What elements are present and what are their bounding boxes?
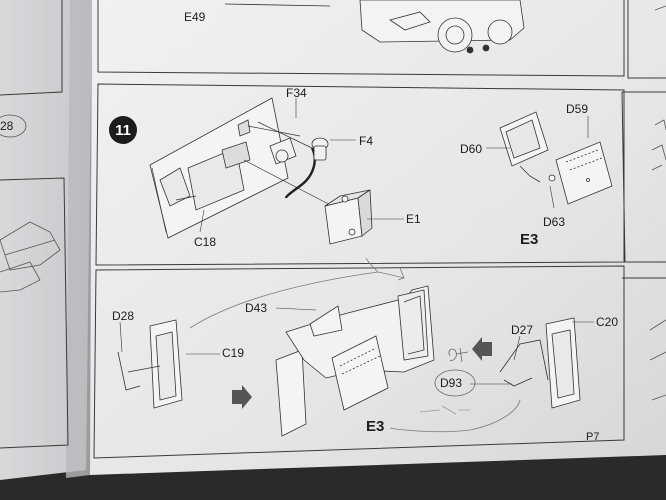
e3-top-drawing bbox=[499, 111, 613, 205]
part-label-d27: D27 bbox=[511, 323, 534, 337]
page-number: P7 bbox=[586, 431, 600, 443]
part-label-d43: D43 bbox=[245, 301, 268, 315]
part-label-d93: D93 bbox=[440, 376, 463, 390]
part-label-c19: C19 bbox=[222, 346, 245, 360]
c18-plate-drawing bbox=[149, 97, 289, 239]
assembly-lines bbox=[243, 121, 341, 211]
left-page-label-fragment: 28 bbox=[0, 119, 14, 133]
arrow-left-panel bbox=[232, 385, 252, 409]
f34-hose-drawing bbox=[269, 137, 329, 199]
part-label-e1: E1 bbox=[406, 212, 421, 226]
step11-panel-frame bbox=[95, 83, 625, 266]
tank-hull-drawing bbox=[224, 0, 525, 54]
part-label-f34: F34 bbox=[286, 86, 307, 100]
e3-main-assembly-drawing bbox=[275, 285, 435, 437]
step-number-badge: 11 bbox=[109, 116, 137, 144]
arrow-right-panel bbox=[472, 337, 492, 361]
part-label-d63: D63 bbox=[543, 215, 566, 229]
spine-shadow bbox=[66, 0, 96, 478]
part-label-d59: D59 bbox=[566, 102, 589, 116]
left-frame-bottom bbox=[0, 177, 69, 449]
top-panel-frame bbox=[97, 0, 625, 77]
c19-drawing bbox=[117, 319, 183, 409]
handwriting-marks bbox=[419, 347, 476, 415]
part-label-d60: D60 bbox=[460, 142, 483, 156]
part-label-e49: E49 bbox=[184, 10, 206, 24]
part-label-c20: C20 bbox=[596, 315, 619, 329]
left-frame-top bbox=[0, 0, 63, 96]
e1-tank-drawing bbox=[324, 189, 373, 245]
left-page-parts bbox=[0, 114, 61, 293]
part-label-c18: C18 bbox=[194, 235, 217, 249]
main-page bbox=[90, 0, 666, 475]
part-group-label-e3-bottom: E3 bbox=[366, 418, 385, 435]
c20-drawing bbox=[499, 317, 581, 409]
pencil-curve bbox=[189, 257, 521, 433]
part-group-label-e3-top: E3 bbox=[520, 231, 539, 248]
bottom-panel-frame bbox=[93, 265, 625, 459]
part-label-d28: D28 bbox=[112, 309, 135, 323]
part-label-f4: F4 bbox=[359, 134, 374, 148]
